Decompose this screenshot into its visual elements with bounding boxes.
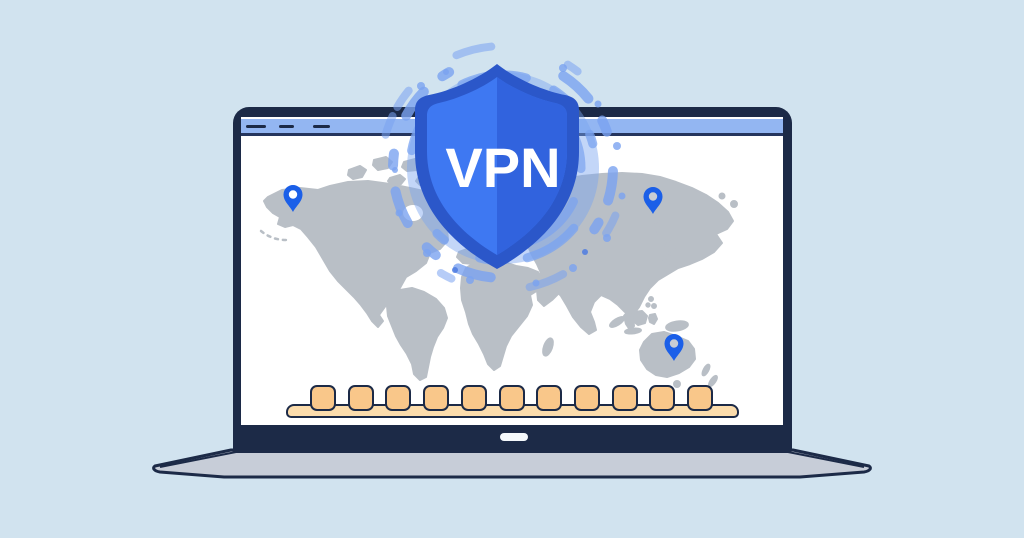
keyboard-key [310, 385, 336, 411]
tasmania [673, 380, 681, 388]
japan [662, 256, 670, 268]
window-control-dash-icon [246, 125, 266, 128]
location-pin-alaska [283, 185, 303, 212]
keyboard-key [687, 385, 713, 411]
arctic-island-east [730, 200, 738, 208]
keyboard-key [498, 385, 525, 411]
java [624, 327, 642, 335]
philippines [645, 302, 651, 308]
sakhalin [653, 219, 661, 235]
hinge-notch [500, 433, 528, 441]
laptop-base [152, 448, 872, 479]
caribbean-island [401, 306, 407, 312]
keyboard-key [423, 385, 450, 411]
new-guinea [665, 320, 689, 332]
keyboard-key [573, 385, 600, 411]
japan [668, 245, 676, 259]
shield-icon [415, 64, 579, 269]
keyboard-key [460, 385, 487, 411]
aleutian-islands [259, 229, 288, 242]
window-control-dash-icon [313, 125, 330, 128]
keyboard-key [536, 385, 563, 411]
madagascar [542, 337, 554, 357]
location-pin-australia [664, 334, 684, 361]
philippines [648, 296, 654, 302]
new-zealand [701, 363, 711, 377]
continent-asia [519, 172, 734, 335]
vpn-shield [377, 42, 629, 294]
japan [663, 236, 673, 248]
continent-africa [460, 259, 543, 371]
arctic-island-east [718, 192, 726, 200]
sumatra [609, 316, 625, 328]
location-pin-siberia [643, 187, 663, 214]
sulawesi [648, 313, 658, 325]
window-control-dash-icon [279, 125, 294, 128]
borneo [631, 310, 648, 326]
keyboard-key [611, 385, 638, 411]
vpn-shield-label: VPN [445, 136, 561, 199]
keyboard-key [385, 385, 412, 411]
keyboard-key [649, 385, 676, 411]
caribbean-island [408, 309, 414, 315]
philippines [651, 303, 657, 309]
keyboard-key [347, 385, 374, 411]
